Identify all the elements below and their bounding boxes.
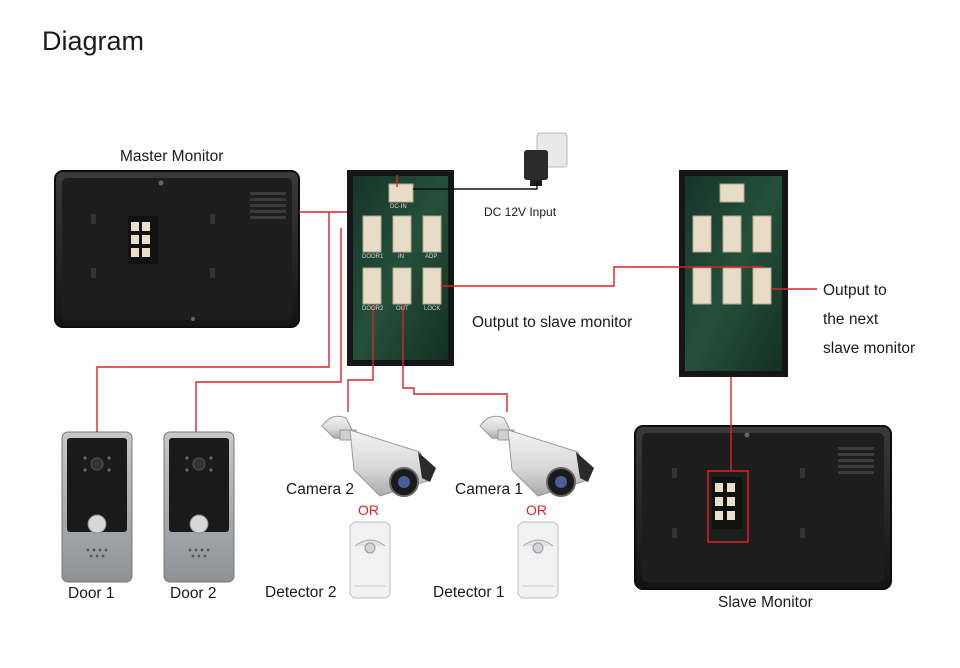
master-terminal-board xyxy=(347,170,454,366)
output-next-label: Output to the next slave monitor xyxy=(823,276,915,363)
wiring-lines xyxy=(96,175,817,471)
wire-dc-input xyxy=(413,182,538,190)
detector-2-label: Detector 2 xyxy=(265,584,337,601)
term-door1: DOOR1 xyxy=(362,254,384,260)
wire-door1 xyxy=(96,212,330,432)
term-adp: ADP xyxy=(425,254,438,260)
output-to-slave-label: Output to slave monitor xyxy=(472,314,633,331)
master-monitor xyxy=(54,170,300,328)
detector-1-label: Detector 1 xyxy=(433,584,505,601)
dc-input-label: DC 12V Input xyxy=(484,205,557,219)
page-title: Diagram xyxy=(42,26,145,56)
door-1-label: Door 1 xyxy=(68,585,115,602)
term-in: IN xyxy=(398,254,404,260)
slave-terminal-highlight xyxy=(707,470,749,543)
power-adapter-icon xyxy=(524,132,568,186)
term-out: OUT xyxy=(396,306,409,312)
slave-terminal-board xyxy=(679,170,788,377)
master-monitor-label: Master Monitor xyxy=(120,148,224,165)
wire-camera2 xyxy=(347,304,374,412)
monitor-vent-icon xyxy=(250,192,286,219)
monitor-connector-icons xyxy=(131,222,150,257)
or-label-left: OR xyxy=(358,502,379,518)
detector-1-motion-detector-icon xyxy=(517,521,559,599)
slave-monitor-label: Slave Monitor xyxy=(718,594,813,611)
door-station-1 xyxy=(61,431,133,583)
output-next-line-3: slave monitor xyxy=(823,340,916,357)
slave-vent-icon xyxy=(838,447,874,474)
term-lock: LOCK xyxy=(424,306,441,312)
term-door2: DOOR2 xyxy=(362,306,384,312)
output-next-line-2: the next xyxy=(823,311,879,328)
slave-monitor xyxy=(634,425,892,590)
or-label-right: OR xyxy=(526,502,547,518)
door-station-2 xyxy=(163,431,235,583)
term-dc-in: DC-IN xyxy=(390,204,407,210)
camera-1-bullet-camera-icon xyxy=(479,415,594,497)
camera-2-label: Camera 2 xyxy=(286,481,355,498)
camera-2-bullet-camera-icon xyxy=(321,415,436,497)
wire-camera1 xyxy=(402,304,508,412)
detector-2-motion-detector-icon xyxy=(349,521,391,599)
door-2-label: Door 2 xyxy=(170,585,217,602)
wire-door2 xyxy=(195,228,342,432)
wire-output-slave xyxy=(441,266,763,287)
camera-1-label: Camera 1 xyxy=(455,481,524,498)
output-next-line-1: Output to xyxy=(823,282,887,299)
